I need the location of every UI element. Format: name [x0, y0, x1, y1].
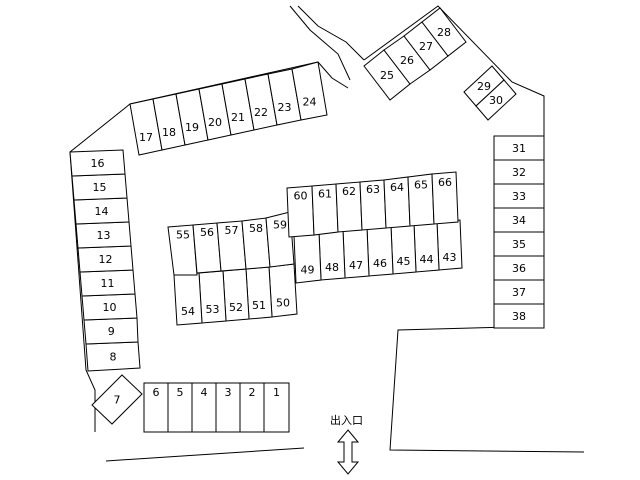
space-number-8: 8: [110, 350, 117, 363]
space-number-56: 56: [200, 226, 214, 239]
space-number-5: 5: [177, 386, 184, 399]
parking-space-7: [91, 374, 143, 425]
space-number-7: 7: [114, 394, 121, 407]
space-number-15: 15: [93, 181, 107, 194]
space-number-57: 57: [225, 224, 239, 237]
space-number-9: 9: [108, 325, 115, 338]
space-number-32: 32: [512, 166, 526, 179]
space-number-55: 55: [176, 229, 190, 242]
space-number-44: 44: [420, 253, 434, 266]
space-number-24: 24: [303, 96, 317, 109]
space-number-22: 22: [254, 106, 268, 119]
space-number-66: 66: [438, 176, 452, 189]
space-number-31: 31: [512, 142, 526, 155]
space-number-23: 23: [278, 101, 292, 114]
parking-space-6: [143, 382, 169, 433]
space-number-16: 16: [91, 157, 105, 170]
space-number-35: 35: [512, 238, 526, 251]
parking-space-66: [431, 171, 459, 225]
space-number-53: 53: [206, 303, 220, 316]
space-number-61: 61: [318, 187, 332, 200]
space-number-63: 63: [366, 183, 380, 196]
space-number-59: 59: [273, 218, 287, 231]
space-number-34: 34: [512, 214, 526, 227]
space-number-17: 17: [139, 131, 153, 144]
space-number-2: 2: [249, 386, 256, 399]
space-number-3: 3: [225, 386, 232, 399]
space-number-54: 54: [181, 305, 195, 318]
parking-spaces: [69, 7, 545, 433]
space-number-37: 37: [512, 286, 526, 299]
parking-space-16: [69, 149, 126, 177]
space-number-4: 4: [201, 386, 208, 399]
space-number-65: 65: [414, 178, 428, 191]
parking-space-30: [475, 79, 517, 121]
space-number-45: 45: [397, 255, 411, 268]
parking-space-28: [421, 7, 467, 57]
space-number-30: 30: [489, 94, 503, 107]
space-number-18: 18: [162, 126, 176, 139]
space-number-1: 1: [273, 386, 280, 399]
space-number-46: 46: [373, 257, 387, 270]
space-number-29: 29: [477, 80, 491, 93]
space-number-50: 50: [276, 297, 290, 310]
space-number-21: 21: [231, 111, 245, 124]
space-number-28: 28: [437, 26, 451, 39]
space-number-62: 62: [342, 185, 356, 198]
space-number-33: 33: [512, 190, 526, 203]
space-number-36: 36: [512, 262, 526, 275]
space-number-10: 10: [103, 301, 117, 314]
space-number-38: 38: [512, 310, 526, 323]
space-number-60: 60: [294, 190, 308, 203]
space-number-13: 13: [97, 229, 111, 242]
space-number-58: 58: [249, 222, 263, 235]
space-number-12: 12: [99, 253, 113, 266]
space-number-19: 19: [185, 121, 199, 134]
space-number-43: 43: [443, 251, 457, 264]
entrance-arrow-icon: [336, 429, 360, 475]
parking-space-38: [493, 303, 545, 329]
parking-space-55: [167, 224, 198, 276]
entrance-label: 出入口: [330, 413, 363, 427]
parking-space-59: [265, 211, 295, 268]
space-number-11: 11: [101, 277, 115, 290]
space-number-26: 26: [400, 54, 414, 67]
space-number-51: 51: [252, 299, 266, 312]
space-number-52: 52: [229, 301, 243, 314]
space-number-25: 25: [380, 69, 394, 82]
space-number-20: 20: [208, 116, 222, 129]
space-number-14: 14: [95, 205, 109, 218]
space-number-64: 64: [390, 181, 404, 194]
parking-space-24: [291, 61, 328, 121]
space-number-48: 48: [325, 261, 339, 274]
space-number-47: 47: [349, 259, 363, 272]
space-number-49: 49: [301, 264, 315, 277]
space-number-27: 27: [419, 40, 433, 53]
space-number-6: 6: [153, 386, 160, 399]
